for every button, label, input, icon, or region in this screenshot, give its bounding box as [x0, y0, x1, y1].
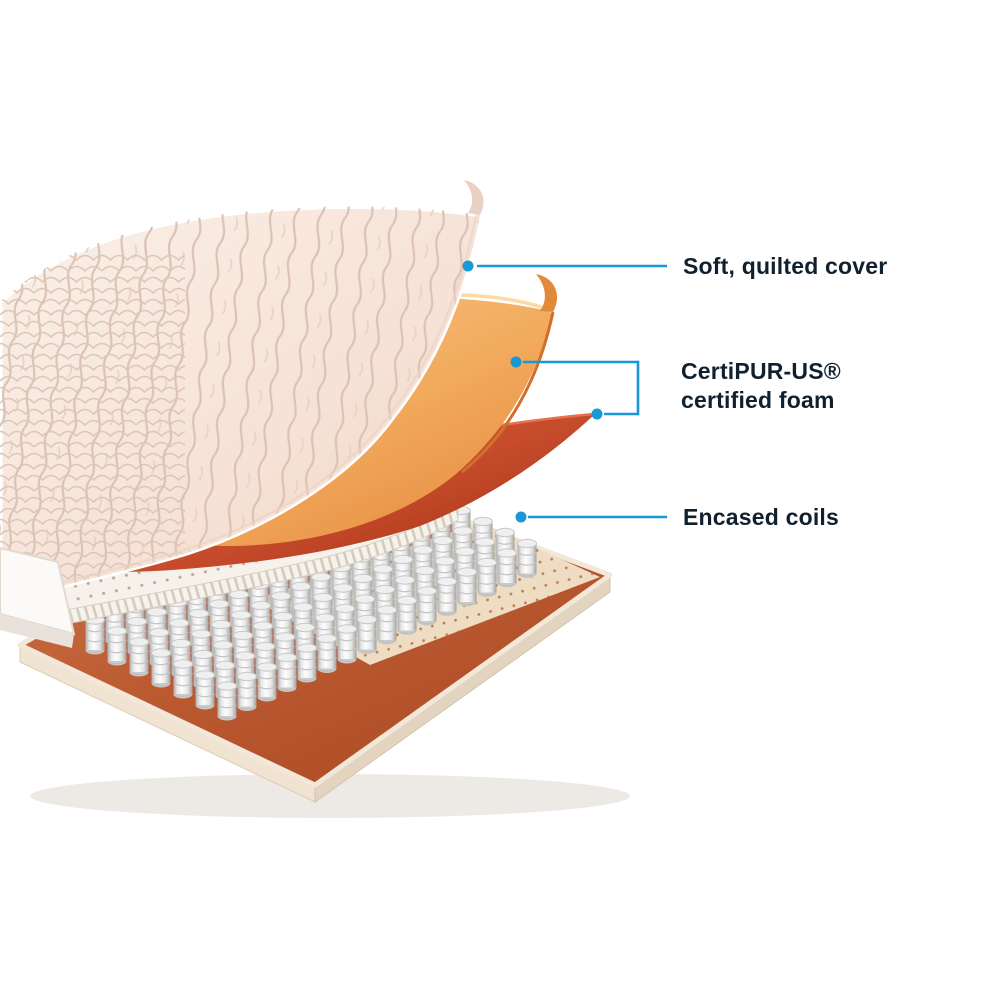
- callout-dot-encased-coils: [515, 511, 527, 523]
- callout-lines: [462, 260, 667, 523]
- callout-dot-quilted-cover: [462, 260, 474, 272]
- foam-curl-tip: [536, 274, 558, 312]
- callout-dot-foam-red: [591, 408, 603, 420]
- callout-label-certified-foam: CertiPUR-US® certified foam: [681, 357, 841, 415]
- callout-label-certified-foam-line2: certified foam: [681, 387, 835, 413]
- callout-label-encased-coils: Encased coils: [683, 504, 840, 530]
- cover-cut-edge: [0, 546, 76, 648]
- callout-label-certified-foam-line1: CertiPUR-US®: [681, 358, 841, 384]
- ground-shadow: [30, 774, 630, 818]
- callout-dot-foam-orange: [510, 356, 522, 368]
- corrugated-edge: [44, 505, 459, 629]
- callout-label-quilted-cover: Soft, quilted cover: [683, 253, 888, 279]
- cover-curl-tip: [464, 180, 484, 215]
